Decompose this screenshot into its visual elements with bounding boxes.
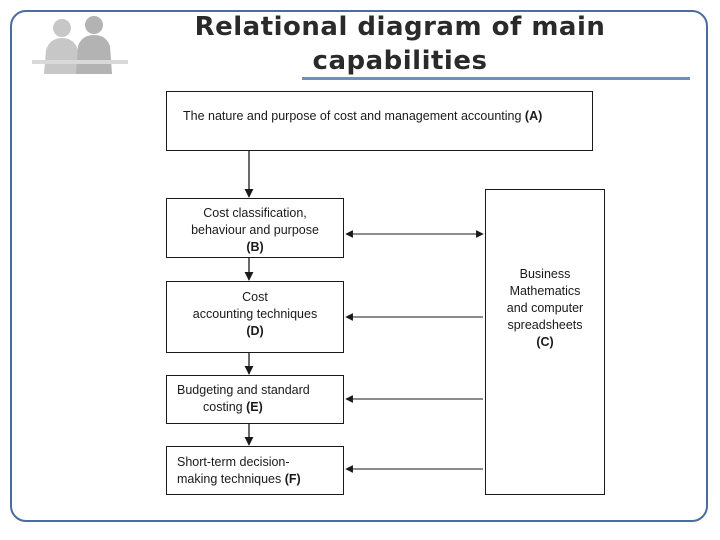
box-c-line-2: Mathematics — [509, 284, 581, 298]
title-underline — [302, 77, 690, 80]
box-d-line-2: accounting techniques — [192, 307, 318, 321]
box-b-line-1: Cost classification, — [203, 206, 307, 220]
box-e-line-2-text: costing — [203, 400, 243, 414]
business-people-silhouette-icon — [32, 14, 128, 78]
box-c-line-1: Business — [519, 267, 571, 281]
box-d-line-1: Cost — [242, 290, 268, 304]
box-f-line-2-text: making techniques — [177, 472, 282, 486]
box-c-line-4: spreadsheets — [507, 318, 583, 332]
box-a-text: The nature and purpose of cost and manag… — [183, 109, 522, 123]
box-b-code: (B) — [246, 240, 264, 254]
slide-frame — [10, 10, 708, 522]
box-a-code: (A) — [524, 109, 543, 123]
box-e-line-1: Budgeting and standard — [177, 383, 310, 397]
box-short-term-decision-making: Short-term decision- making techniques (… — [166, 446, 344, 495]
box-d-code: (D) — [246, 324, 264, 338]
box-budgeting-standard-costing: Budgeting and standard costing (E) — [166, 375, 344, 424]
box-b-line-2: behaviour and purpose — [191, 223, 319, 237]
box-f-line-2: making techniques (F) — [177, 471, 343, 488]
box-cost-accounting-techniques: Cost accounting techniques (D) — [166, 281, 344, 353]
box-e-code: (E) — [246, 400, 263, 414]
box-e-line-2: costing (E) — [177, 399, 343, 416]
box-c-line-3: and computer — [506, 301, 584, 315]
box-f-code: (F) — [284, 472, 301, 486]
title-line-1: Relational diagram of main — [194, 12, 606, 42]
box-business-mathematics: Business Mathematics and computer spread… — [485, 189, 605, 495]
title-line-2: capabilities — [312, 46, 488, 76]
box-cost-classification: Cost classification, behaviour and purpo… — [166, 198, 344, 258]
box-cost-management-accounting: The nature and purpose of cost and manag… — [166, 91, 593, 151]
page-title: Relational diagram of main capabilities — [150, 10, 650, 78]
box-c-code: (C) — [536, 335, 554, 349]
box-f-line-1: Short-term decision- — [177, 455, 290, 469]
